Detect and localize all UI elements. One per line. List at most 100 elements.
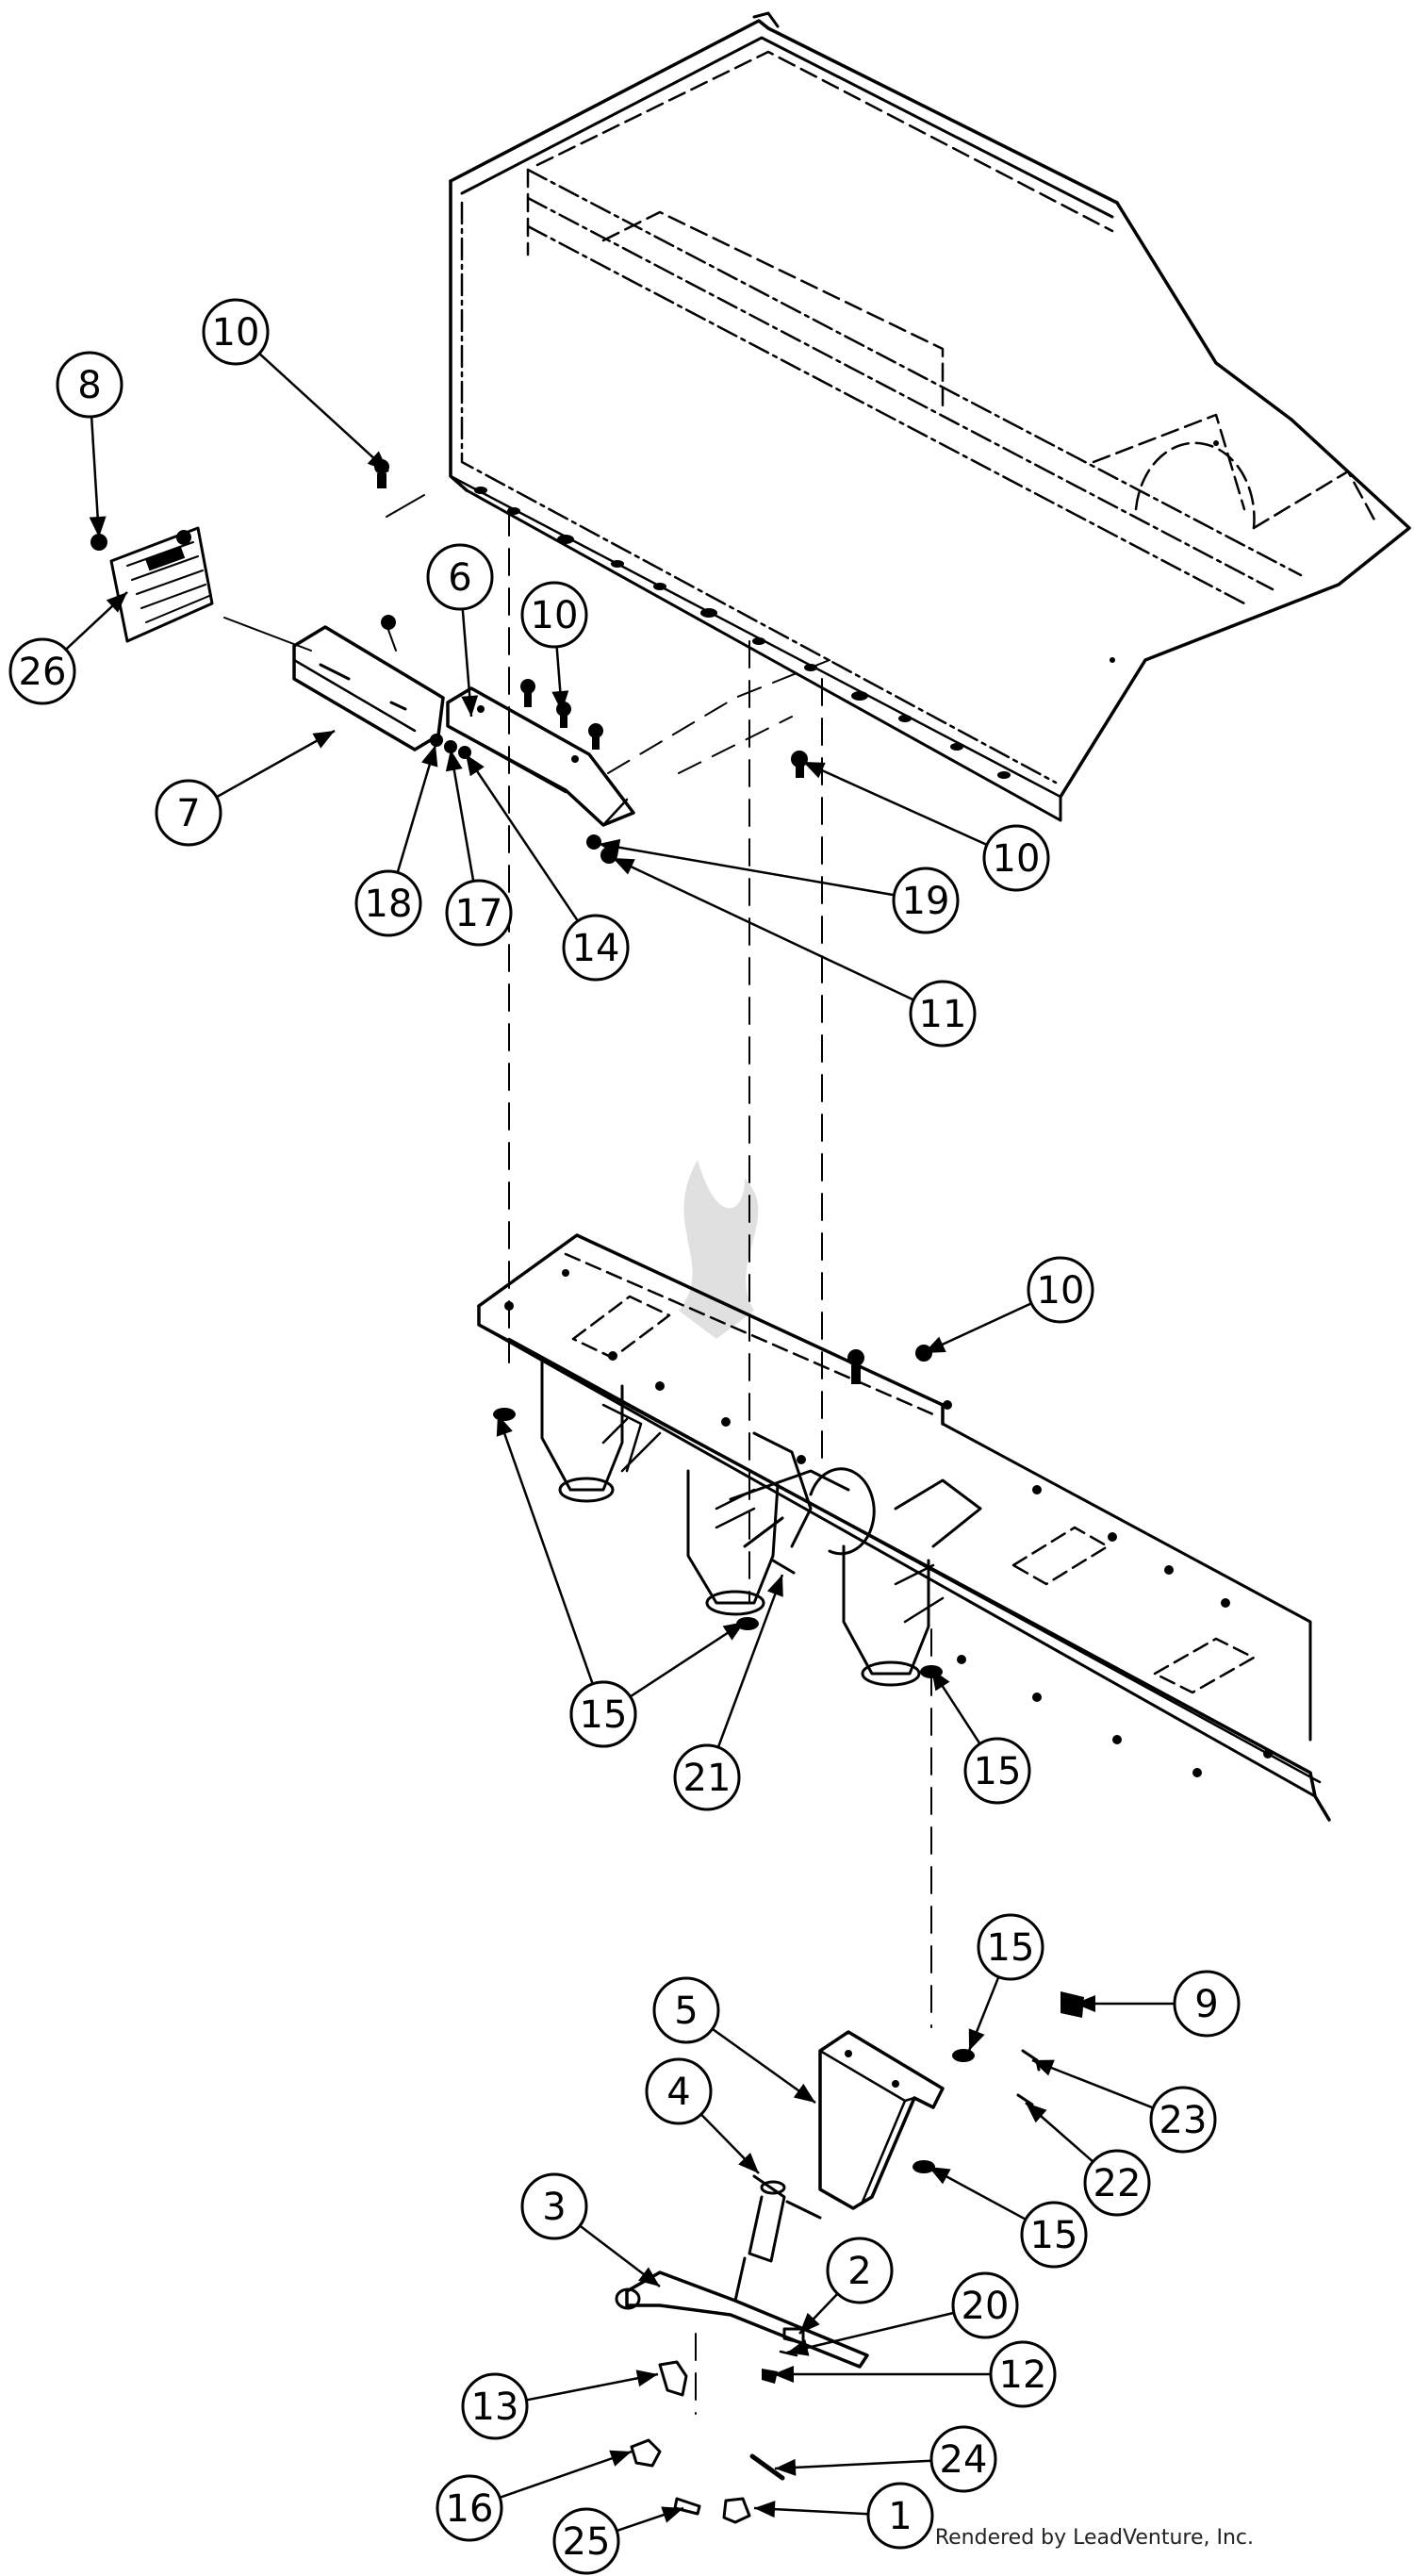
callout-8: 8 bbox=[56, 351, 123, 538]
callout-13: 13 bbox=[461, 2370, 659, 2440]
callout-10: 10 bbox=[202, 298, 389, 472]
callout-number: 19 bbox=[902, 880, 950, 923]
callout-arrowhead bbox=[929, 2167, 951, 2185]
callout-number: 10 bbox=[531, 594, 579, 637]
callout-arrowhead bbox=[461, 695, 479, 717]
callout-number: 20 bbox=[962, 2285, 1010, 2328]
callout-1: 1 bbox=[753, 2482, 934, 2550]
callout-arrowhead bbox=[754, 2501, 776, 2518]
callout-number: 14 bbox=[572, 927, 620, 970]
callout-9: 9 bbox=[1075, 1970, 1241, 2038]
callout-leader-line bbox=[716, 1574, 784, 1748]
callout-leader-line bbox=[216, 729, 336, 799]
callout-arrowhead bbox=[931, 1669, 950, 1692]
callout-number: 17 bbox=[455, 892, 503, 935]
callout-leader-line bbox=[499, 2450, 633, 2499]
callout-arrowhead bbox=[609, 2450, 632, 2467]
callout-number: 24 bbox=[940, 2438, 988, 2482]
callout-circle bbox=[461, 2372, 529, 2440]
callout-circle bbox=[929, 2425, 997, 2493]
callout-number: 3 bbox=[542, 2186, 566, 2229]
part-6-bracket bbox=[446, 686, 635, 827]
callout-arrowhead bbox=[466, 754, 485, 777]
callout-number: 10 bbox=[993, 837, 1041, 881]
callout-arrowhead bbox=[1075, 1995, 1095, 2012]
callout-number: 4 bbox=[666, 2071, 690, 2114]
part-5-bracket bbox=[818, 2030, 945, 2210]
callout-20: 20 bbox=[786, 2271, 1019, 2356]
callout-24: 24 bbox=[774, 2425, 997, 2493]
callout-circle bbox=[892, 867, 960, 934]
callout-circle bbox=[963, 1737, 1031, 1805]
callout-circle bbox=[951, 2271, 1019, 2339]
watermark bbox=[679, 1160, 759, 1339]
render-credit: Rendered by LeadVenture, Inc. bbox=[934, 2526, 1254, 2550]
callout-arrowhead bbox=[775, 2458, 797, 2476]
callout-layer: 1082661071817141019111015152115159523422… bbox=[8, 298, 1241, 2575]
callout-number: 15 bbox=[580, 1693, 628, 1737]
part-26-plate bbox=[109, 526, 214, 643]
part-3-lever bbox=[615, 2256, 869, 2369]
callout-arrowhead bbox=[738, 2152, 759, 2173]
callout-leader-line bbox=[449, 749, 475, 882]
callout-circle bbox=[8, 637, 76, 705]
callout-number: 10 bbox=[212, 311, 260, 355]
callout-number: 21 bbox=[683, 1757, 732, 1800]
callout-number: 11 bbox=[919, 993, 967, 1036]
callout-19: 19 bbox=[598, 838, 960, 934]
callout-arrowhead bbox=[773, 2366, 794, 2383]
callout-number: 15 bbox=[1030, 2214, 1078, 2257]
callout-arrowhead bbox=[635, 2370, 658, 2387]
alignment-lines bbox=[508, 508, 932, 2415]
callout-circle bbox=[982, 824, 1050, 892]
callout-10: 10 bbox=[802, 760, 1050, 892]
callout-4: 4 bbox=[645, 2057, 760, 2174]
callout-7: 7 bbox=[155, 729, 336, 847]
callout-circle bbox=[652, 1976, 720, 2044]
callout-number: 15 bbox=[987, 1926, 1035, 1970]
callout-circle bbox=[989, 2340, 1057, 2408]
callout-arrowhead bbox=[924, 1336, 946, 1353]
part-4-pin bbox=[748, 2174, 822, 2263]
callout-15: 15 bbox=[967, 1913, 1044, 2052]
callout-arrowhead bbox=[367, 451, 388, 471]
assembly-lines-top bbox=[223, 494, 830, 774]
callout-number: 26 bbox=[19, 651, 67, 694]
callout-circle bbox=[866, 2482, 934, 2550]
callout-leader-line bbox=[526, 2372, 659, 2402]
callout-circle bbox=[520, 581, 588, 649]
callout-circle bbox=[645, 2057, 713, 2125]
part-7-bracket bbox=[292, 615, 445, 751]
callout-circle bbox=[56, 351, 123, 419]
callout-circle bbox=[909, 980, 977, 1048]
callout-12: 12 bbox=[773, 2340, 1057, 2408]
callout-circle bbox=[569, 1680, 637, 1748]
callout-arrowhead bbox=[793, 2083, 815, 2103]
callout-arrowhead bbox=[661, 2506, 683, 2523]
callout-leader-line bbox=[464, 753, 580, 922]
callout-6: 6 bbox=[426, 543, 494, 718]
callout-circle bbox=[562, 914, 630, 982]
callout-22: 22 bbox=[1025, 2102, 1151, 2217]
callout-arrowhead bbox=[106, 592, 127, 613]
callout-leader-line bbox=[786, 2311, 955, 2354]
callout-circle bbox=[673, 1743, 741, 1811]
callout-leader-line bbox=[598, 842, 895, 897]
callout-circle bbox=[1020, 2201, 1088, 2269]
callout-leader-line bbox=[711, 2027, 816, 2105]
callout-number: 18 bbox=[365, 883, 413, 926]
callout-leader-line bbox=[612, 856, 914, 1001]
callout-leader-line bbox=[496, 1413, 594, 1685]
callout-number: 7 bbox=[176, 792, 200, 835]
callout-leader-line bbox=[1031, 2058, 1154, 2109]
callout-15: 15 bbox=[569, 1620, 746, 1748]
callout-arrowhead bbox=[638, 2267, 660, 2287]
callout-21: 21 bbox=[673, 1574, 784, 1811]
callout-arrowhead bbox=[613, 858, 635, 875]
callout-18: 18 bbox=[354, 744, 438, 937]
callout-number: 10 bbox=[1037, 1269, 1085, 1313]
callout-arrowhead bbox=[89, 516, 107, 537]
callout-arrowhead bbox=[799, 2312, 820, 2334]
callout-25: 25 bbox=[552, 2506, 684, 2575]
callout-leader-line bbox=[629, 1620, 746, 1698]
